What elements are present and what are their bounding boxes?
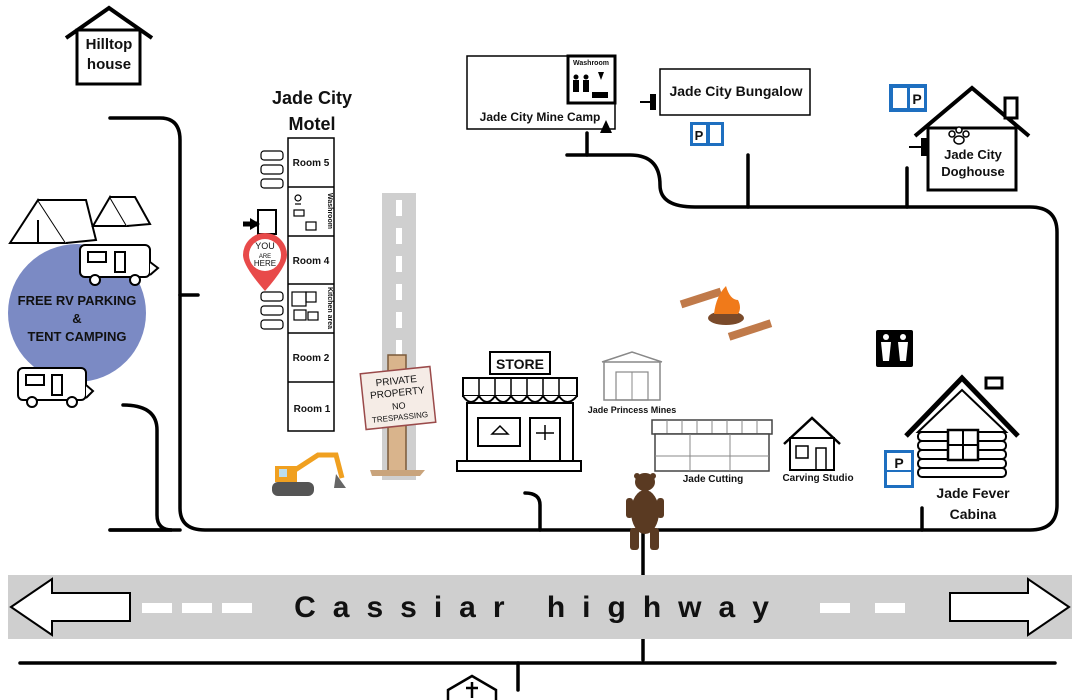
kitchen-fixtures-icon (291, 291, 319, 321)
jade-cutting[interactable]: Jade Cutting (651, 419, 773, 485)
bear-icon (626, 473, 664, 550)
hilltop-house-label-1: Hilltop (86, 36, 133, 53)
rv-parking-label-3: TENT CAMPING (28, 329, 127, 344)
motel-title-1: Jade City (272, 88, 352, 108)
store-label: STORE (496, 356, 544, 372)
carving-studio[interactable]: Carving Studio (782, 416, 854, 484)
restroom-sign-icon (876, 330, 913, 367)
paw-icon (948, 126, 970, 145)
excavator-icon (272, 452, 346, 496)
washroom-fixtures-icon (293, 194, 317, 231)
princess-mines-label: Jade Princess Mines (588, 405, 677, 415)
parking-sign-bungalow: P (690, 122, 724, 146)
motel-washroom[interactable]: Washroom (326, 193, 333, 229)
motel-room-2[interactable]: Room 2 (293, 353, 330, 364)
bungalow-label: Jade City Bungalow (669, 83, 802, 99)
carving-studio-label: Carving Studio (782, 473, 853, 484)
rv-icon (79, 244, 160, 286)
rv-parking-label-1: FREE RV PARKING (18, 293, 137, 308)
store[interactable]: STORE (456, 351, 582, 472)
cabina-label-2: Cabina (950, 506, 997, 522)
mine-camp-washroom-label: Washroom (573, 60, 609, 67)
mine-camp-label: Jade City Mine Camp (480, 110, 601, 124)
jade-cutting-label: Jade Cutting (683, 474, 744, 485)
highway-label: Cassiar highway (294, 591, 786, 624)
pin-text-3: HERE (254, 259, 276, 268)
parking-label-3: P (894, 455, 903, 471)
tent-icon-2 (91, 195, 152, 227)
jade-city-mine-camp[interactable]: Jade City Mine Camp Washroom (466, 54, 617, 133)
sign-text-1: PRIVATE (375, 374, 418, 389)
parking-sign-doghouse: P (889, 84, 927, 112)
parking-label-1: P (695, 128, 704, 143)
jade-fever-cabina[interactable]: Jade Fever Cabina (904, 374, 1020, 522)
pin-text-1: YOU (255, 241, 275, 251)
pin-text-2: ARE (259, 254, 271, 260)
motel-room-5[interactable]: Room 5 (293, 158, 330, 169)
rv-tent-camping-area[interactable]: FREE RV PARKING & TENT CAMPING (8, 195, 160, 408)
church-icon (446, 674, 498, 700)
jade-princess-mines[interactable]: Jade Princess Mines (588, 351, 677, 415)
hilltop-house[interactable]: Hilltop house (64, 5, 154, 86)
fire-pit-icon (679, 286, 773, 341)
cabina-label-1: Jade Fever (936, 485, 1010, 501)
washroom-icon (573, 72, 608, 98)
motel-entrance-icon (243, 209, 277, 235)
motel-kitchen-area[interactable]: Kitchen area (326, 287, 333, 329)
sign-text-3: NO (392, 400, 406, 411)
doghouse-label-2: Doghouse (941, 164, 1005, 179)
jade-city-doghouse[interactable]: Jade City Doghouse (909, 85, 1031, 192)
motel-title-2: Motel (289, 114, 336, 134)
hilltop-house-label-2: house (87, 56, 131, 73)
motel-room-4[interactable]: Room 4 (293, 256, 330, 267)
rv-icon-2 (17, 367, 95, 408)
jade-city-bungalow[interactable]: Jade City Bungalow (640, 68, 811, 116)
rv-parking-label-2: & (72, 311, 81, 326)
motel-room-1[interactable]: Room 1 (294, 404, 331, 415)
jade-city-motel[interactable]: Jade City Motel Room 5 Washroom Room 4 K… (243, 88, 352, 432)
parking-sign-cabina: P (884, 450, 914, 488)
tent-icon (8, 198, 98, 244)
parking-label-2: P (912, 91, 921, 107)
cassiar-highway: Cassiar highway (8, 575, 1072, 639)
west-arrow-icon (9, 577, 131, 637)
doghouse-label-1: Jade City (944, 147, 1003, 162)
you-are-here-marker: YOU ARE HERE (243, 233, 287, 291)
east-arrow-icon (949, 577, 1071, 637)
site-paths (18, 116, 1059, 692)
private-property-sign: PRIVATE PROPERTY NO TRESPASSING (359, 354, 437, 476)
parked-cars-icon (260, 150, 284, 330)
